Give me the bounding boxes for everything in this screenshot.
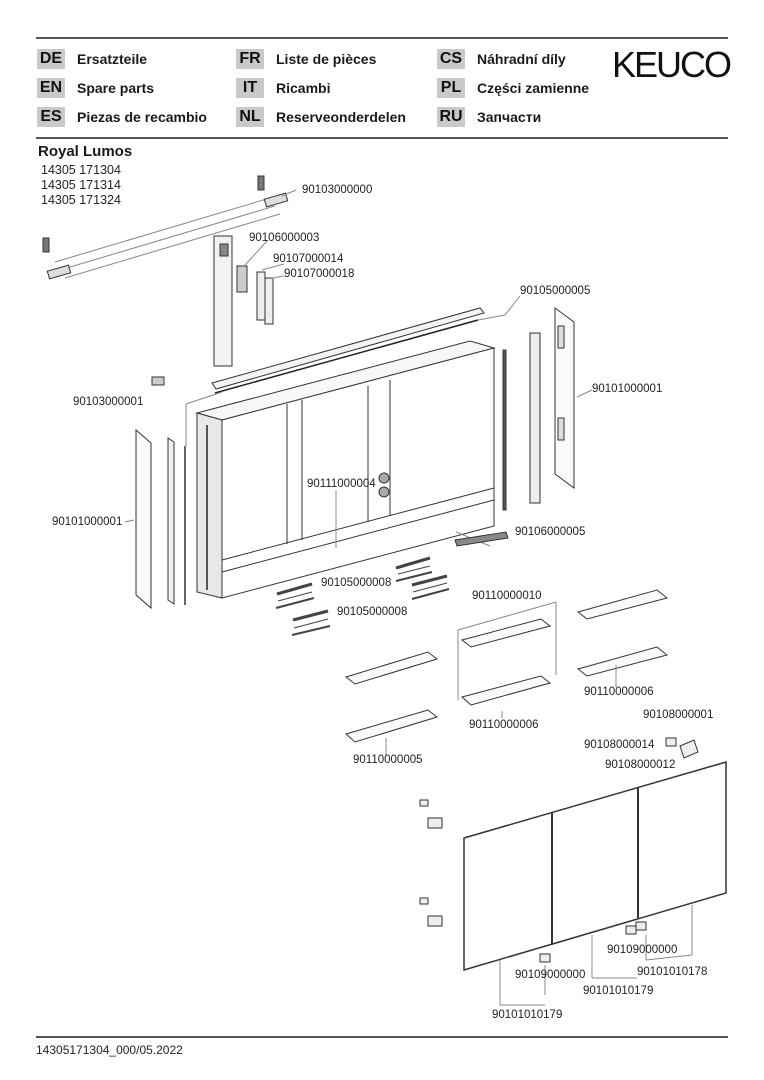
lang-code: CS	[437, 49, 465, 69]
control-column	[213, 235, 285, 367]
part-label: 90101000001	[52, 516, 123, 528]
lang-code: PL	[437, 78, 465, 98]
part-label: 90101010178	[637, 966, 708, 978]
part-label: 90109000000	[515, 969, 586, 981]
lang-code: RU	[437, 107, 465, 127]
part-label: 90103000000	[302, 184, 373, 196]
lang-label: Ersatzteile	[77, 51, 148, 67]
brand-logo: KEUCO	[612, 44, 732, 85]
part-label: 90106000003	[249, 232, 320, 244]
lang-label: Części zamienne	[477, 80, 590, 96]
lang-nl: NL Reserveonderdelen	[236, 107, 406, 127]
lang-label: Náhradní díly	[477, 51, 566, 67]
part-label: 90110000006	[584, 686, 654, 698]
header-top-rule	[36, 37, 728, 39]
lang-code: IT	[236, 78, 264, 98]
lang-es: ES Piezas de recambio	[37, 107, 207, 127]
shelves	[344, 589, 669, 755]
lang-pl: PL Części zamienne	[437, 78, 589, 98]
part-label: 90108000014	[584, 739, 655, 751]
lang-cs: CS Náhradní díly	[437, 49, 566, 69]
lang-label: Spare parts	[77, 80, 155, 96]
lang-code: DE	[37, 49, 65, 69]
cabinet-body	[195, 340, 509, 599]
part-label: 90110000006	[469, 719, 539, 731]
lang-label: Liste de pièces	[276, 51, 377, 67]
part-label: 90101010179	[492, 1009, 563, 1021]
lang-label: Reserveonderdelen	[276, 109, 406, 125]
part-label: 90110000005	[353, 754, 423, 766]
model-number: 14305 171314	[41, 178, 121, 192]
lang-code: ES	[37, 107, 65, 127]
part-label: 90103000001	[73, 396, 144, 408]
left-side-parts	[124, 376, 223, 610]
part-label: 90101000001	[592, 383, 663, 395]
right-side-parts	[502, 307, 593, 511]
model-number: 14305 171324	[41, 193, 121, 207]
document-id: 14305171304_000/05.2022	[36, 1043, 183, 1057]
part-label: 90111000004	[307, 478, 376, 490]
top-led-bar	[211, 295, 521, 394]
part-label: 90105000008	[337, 606, 408, 618]
mirror-doors	[463, 761, 727, 1006]
part-label: 90105000008	[321, 577, 392, 589]
part-label: 90101010179	[583, 985, 654, 997]
part-label: 90108000012	[605, 759, 676, 771]
lang-label: Запчасти	[477, 109, 542, 125]
part-label: 90107000014	[273, 253, 344, 265]
part-label: 90105000005	[520, 285, 591, 297]
lang-label: Ricambi	[276, 80, 331, 96]
lang-it: IT Ricambi	[236, 78, 330, 98]
lang-de: DE Ersatzteile	[37, 49, 147, 69]
product-title: Royal Lumos	[38, 143, 133, 160]
part-label: 90109000000	[607, 944, 678, 956]
lang-code: EN	[37, 78, 65, 98]
footer-rule	[36, 1036, 728, 1038]
lang-ru: RU Запчасти	[437, 107, 541, 127]
part-label: 90106000005	[515, 526, 586, 538]
lang-code: FR	[236, 49, 264, 69]
led-profiles	[275, 556, 450, 636]
lang-en: EN Spare parts	[37, 78, 154, 98]
lang-label: Piezas de recambio	[77, 109, 207, 125]
part-label: 90110000010	[472, 590, 542, 602]
lang-fr: FR Liste de pièces	[236, 49, 376, 69]
part-label: 90108000001	[643, 709, 714, 721]
model-number: 14305 171304	[41, 163, 121, 177]
wall-rail	[42, 175, 297, 280]
part-label: 90107000018	[284, 268, 355, 280]
lang-code: NL	[236, 107, 264, 127]
hinges	[419, 737, 699, 927]
header-bottom-rule	[36, 137, 728, 139]
